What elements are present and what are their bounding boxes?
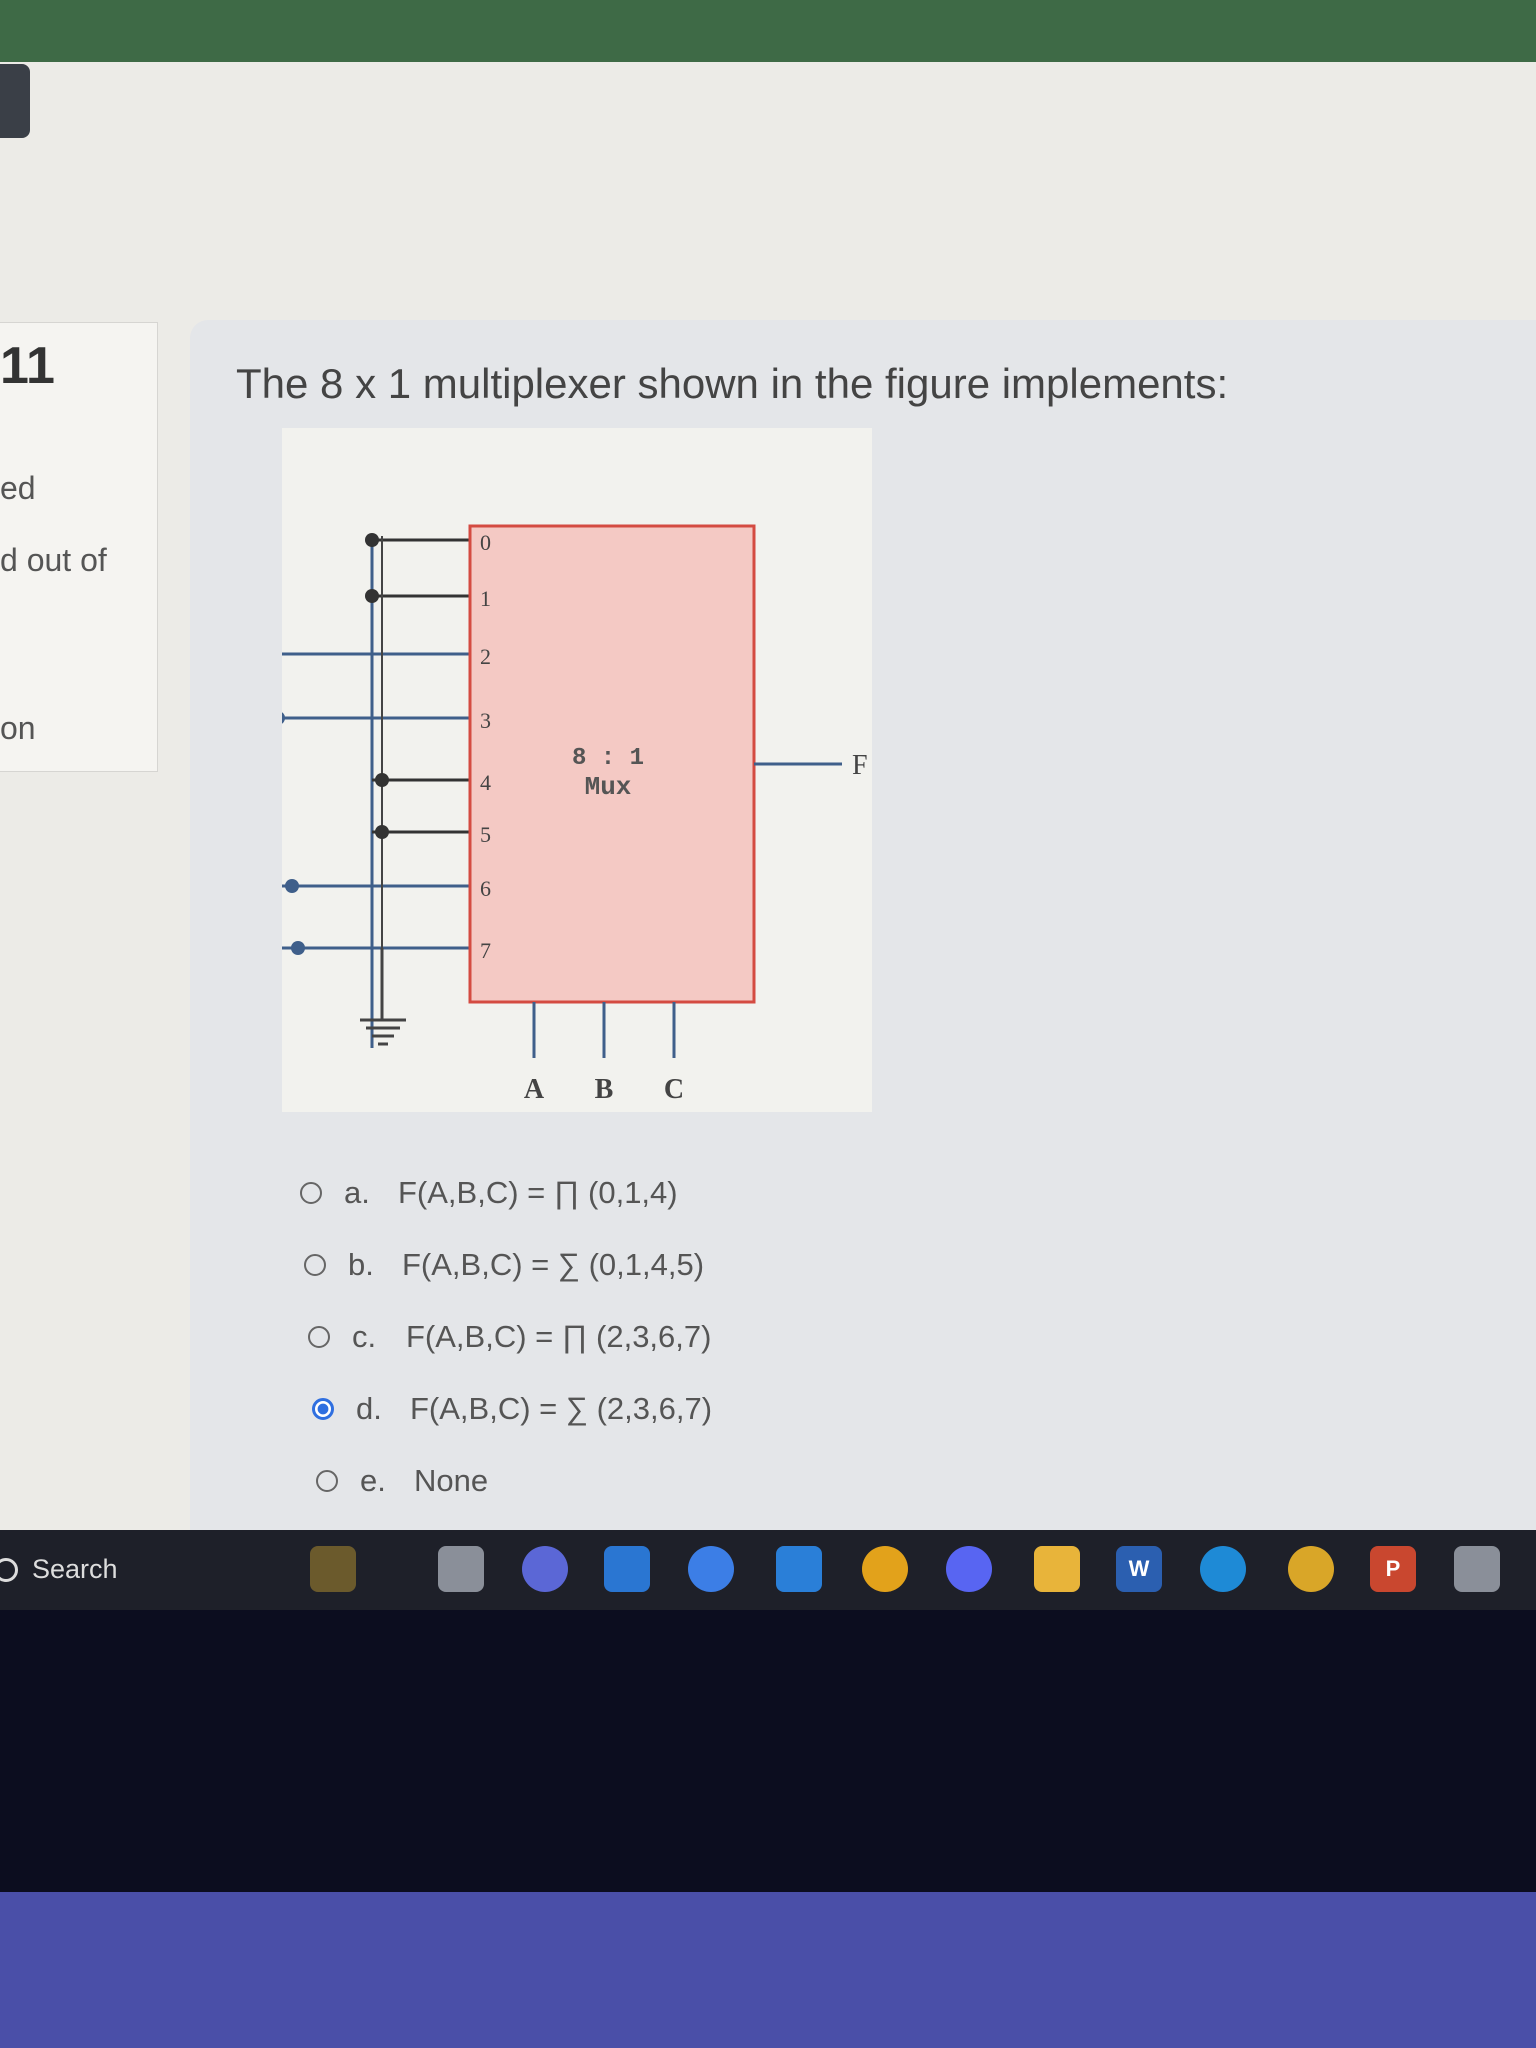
answer-option-e[interactable]: e. None <box>316 1456 916 1506</box>
mux-box <box>468 524 756 1004</box>
mux-label-line1: 8 : 1 <box>572 745 644 772</box>
input-label-3: 3 <box>480 708 491 733</box>
answer-text: F(A,B,C) = ∏ (0,1,4) <box>398 1175 678 1210</box>
question-text: The 8 x 1 multiplexer shown in the figur… <box>236 360 1229 407</box>
answer-text: F(A,B,C) = ∑ (0,1,4,5) <box>402 1247 705 1282</box>
discord-icon[interactable] <box>946 1546 992 1592</box>
answer-text: F(A,B,C) = ∏ (2,3,6,7) <box>406 1319 712 1354</box>
junction-7 <box>291 941 305 955</box>
answer-text: None <box>414 1463 489 1498</box>
input-label-5: 5 <box>480 822 491 847</box>
mux-label-line2: Mux <box>585 772 632 802</box>
output-label: F <box>852 750 868 781</box>
question-marks: d out of <box>0 542 107 578</box>
nav-drawer-button[interactable] <box>0 64 30 138</box>
flag-question-link[interactable]: on <box>0 710 36 746</box>
teams-icon[interactable] <box>522 1546 568 1592</box>
select-label-b: B <box>595 1074 614 1105</box>
select-label-c: C <box>664 1074 684 1105</box>
vscode-icon[interactable] <box>604 1546 650 1592</box>
task-view-icon[interactable] <box>438 1546 484 1592</box>
input-label-6: 6 <box>480 876 491 901</box>
answer-letter: d. <box>356 1391 382 1426</box>
keyboard-app-icon[interactable] <box>1454 1546 1500 1592</box>
input-label-0: 0 <box>480 530 491 555</box>
taskbar-search[interactable]: Search <box>0 1554 118 1585</box>
edge-icon[interactable] <box>1200 1546 1246 1592</box>
search-label: Search <box>32 1554 118 1584</box>
search-icon <box>0 1557 18 1582</box>
input-label-4: 4 <box>480 770 491 795</box>
radio-a[interactable] <box>300 1182 322 1204</box>
input-label-7: 7 <box>480 938 491 963</box>
input-label-1: 1 <box>480 586 491 611</box>
mux-figure: 1 0 1 2 3 4 5 <box>282 428 872 1112</box>
junction-0 <box>365 533 379 547</box>
answer-option-b[interactable]: b. F(A,B,C) = ∑ (0,1,4,5) <box>304 1240 904 1290</box>
input-label-2: 2 <box>480 644 491 669</box>
answer-letter: a. <box>344 1175 370 1210</box>
question-state: ed <box>0 470 36 506</box>
question-info-box <box>0 322 158 772</box>
laptop-bezel <box>0 1610 1536 1920</box>
answer-option-c[interactable]: c. F(A,B,C) = ∏ (2,3,6,7) <box>308 1312 908 1362</box>
chrome-icon[interactable] <box>862 1546 908 1592</box>
windows-taskbar <box>0 1530 1536 1610</box>
junction-5 <box>375 825 389 839</box>
answer-letter: e. <box>360 1463 386 1498</box>
radio-c[interactable] <box>308 1326 330 1348</box>
copilot-icon[interactable] <box>688 1546 734 1592</box>
widgets-icon[interactable] <box>310 1546 356 1592</box>
powerpoint-icon[interactable]: P <box>1370 1546 1416 1592</box>
file-explorer-icon[interactable] <box>1034 1546 1080 1592</box>
radio-d-selected[interactable] <box>312 1398 334 1420</box>
chrome-profile-icon[interactable] <box>1288 1546 1334 1592</box>
junction-4 <box>375 773 389 787</box>
mail-icon[interactable] <box>776 1546 822 1592</box>
word-icon[interactable]: W <box>1116 1546 1162 1592</box>
question-number: 11 <box>0 337 55 395</box>
radio-b[interactable] <box>304 1254 326 1276</box>
junction-1 <box>365 589 379 603</box>
answer-letter: b. <box>348 1247 374 1282</box>
radio-e[interactable] <box>316 1470 338 1492</box>
answer-text: F(A,B,C) = ∑ (2,3,6,7) <box>410 1391 713 1426</box>
laptop-keyboard-area <box>0 1892 1536 2048</box>
answer-option-d[interactable]: d. F(A,B,C) = ∑ (2,3,6,7) <box>312 1384 912 1434</box>
answer-option-a[interactable]: a. F(A,B,C) = ∏ (0,1,4) <box>300 1168 900 1218</box>
select-label-a: A <box>524 1074 545 1105</box>
junction-3 <box>282 712 285 724</box>
junction-6 <box>285 879 299 893</box>
answer-letter: c. <box>352 1319 377 1354</box>
